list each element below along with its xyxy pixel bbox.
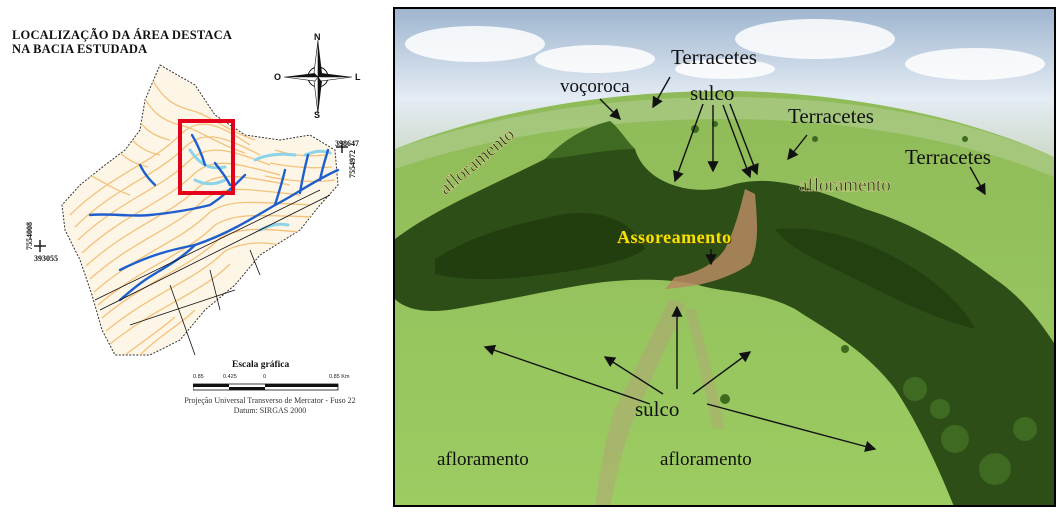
projection-line1: Projeção Universal Transverso de Mercato… [184,396,356,405]
property-lines [94,189,331,356]
map-panel: LOCALIZAÇÃO DA ÁREA DESTACA NA BACIA EST… [0,0,385,514]
scale-tick-2: 0.425 [223,374,237,380]
coord-left-bottom: 393055 [34,254,58,263]
compass-south-label: S [314,110,321,120]
compass-west-label: O [274,72,282,82]
coord-right-top: 398647 [335,139,359,148]
compass-rose: N S O L [274,32,361,120]
map-title-line1: LOCALIZAÇÃO DA ÁREA DESTACA [12,28,233,42]
coordinate-crosses [34,141,348,252]
compass-rose-icon [283,39,353,115]
label-sulco-bottom: sulco [635,397,680,421]
erosion-channel [665,189,758,289]
highlighted-area-box [178,119,235,195]
scale-tick-4: 0.85 Km [329,374,350,380]
map-title: LOCALIZAÇÃO DA ÁREA DESTACA NA BACIA EST… [12,28,232,56]
scale-title: Escala gráfica [232,360,290,370]
scale-tick-3: 0 [263,374,267,380]
label-vocoroca: voçoroca [560,76,630,97]
coord-left-side: 7554008 [25,222,34,250]
label-afloramento-mid: afloramento [799,175,891,196]
aerial-photo-graphic [395,9,1054,505]
annotation-arrows [483,76,986,452]
aerial-photo: Terracetes voçoroca sulco Terracetes Ter… [393,7,1056,507]
label-afloramento-bottom-left: afloramento [437,449,529,470]
watershed-map [34,64,348,356]
basin-outline [61,64,339,356]
coord-right-side: 7554972 [348,150,357,178]
compass-north-label: N [314,32,321,42]
scale-bar: 0.85 0.425 0 0.85 Km [193,374,353,396]
drainage-network [88,133,340,302]
label-terracetes-right: Terracetes [905,145,991,169]
label-assoreamento: Assoreamento [617,227,732,247]
map-title-line2: NA BACIA ESTUDADA [12,42,148,56]
projection-info: Projeção Universal Transverso de Mercato… [150,396,390,415]
label-terracetes-top: Terracetes [671,45,757,69]
scale-tick-1: 0.85 [193,374,204,380]
clouds [405,19,1045,80]
projection-line2: Datum: SIRGAS 2000 [233,405,307,415]
label-sulco-top: sulco [690,81,735,105]
compass-east-label: L [355,72,361,82]
label-afloramento-bottom-center: afloramento [660,449,752,470]
scale-bar-graphic [193,383,339,391]
label-terracetes-mid: Terracetes [788,104,874,128]
